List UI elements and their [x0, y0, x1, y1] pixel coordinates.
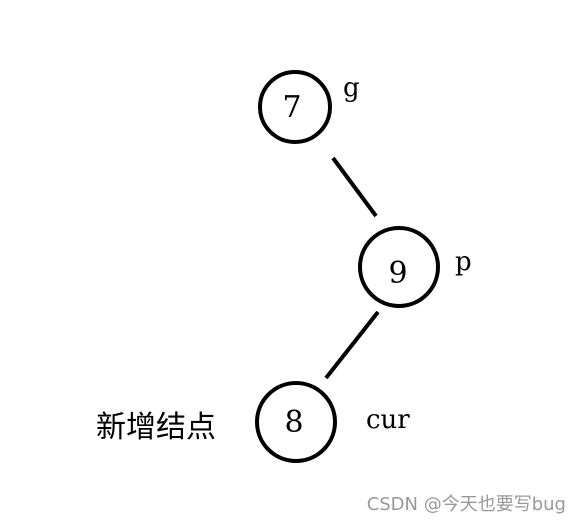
node-g-role-label: g [343, 73, 360, 103]
node-cur: 8 [255, 381, 337, 463]
new-node-annotation: 新增结点 [96, 410, 216, 445]
node-cur-circle [255, 381, 337, 463]
node-cur-role-label: cur [366, 405, 410, 435]
node-g-circle [258, 70, 332, 144]
node-p: 9 [358, 226, 440, 308]
edge-p-cur [324, 310, 380, 380]
csdn-watermark: CSDN @今天也要写bug [367, 494, 566, 515]
node-g: 7 [258, 70, 332, 144]
edge-g-p [331, 156, 378, 218]
node-cur-value: 8 [284, 405, 303, 440]
node-g-value: 7 [282, 90, 301, 125]
node-p-value: 9 [388, 256, 407, 291]
node-p-circle [358, 226, 440, 308]
node-p-role-label: p [455, 247, 472, 277]
